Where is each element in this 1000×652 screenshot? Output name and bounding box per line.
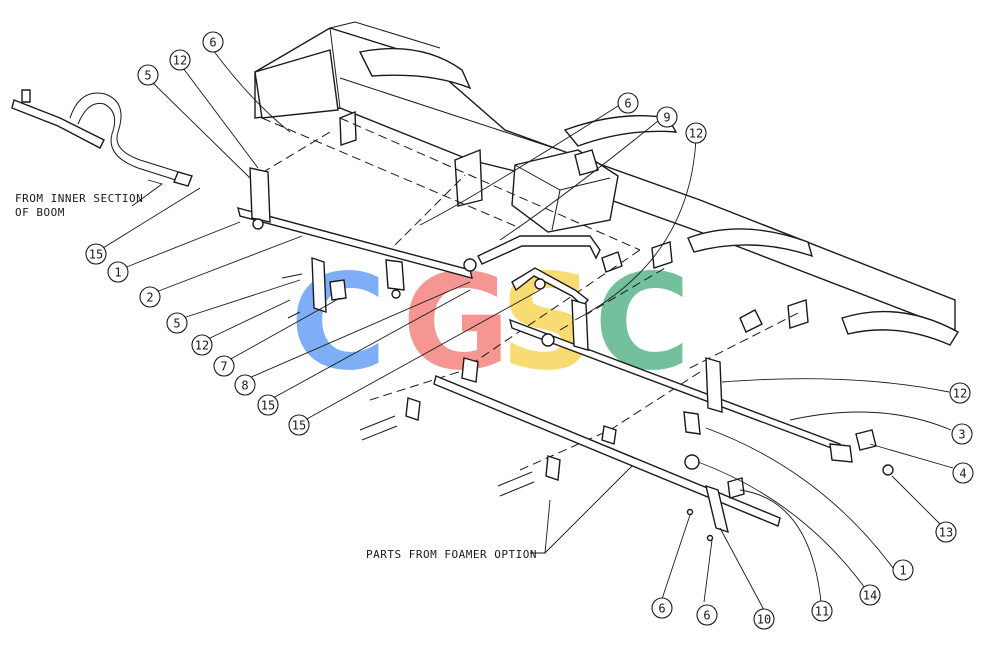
svg-text:12: 12 [195,339,209,353]
svg-text:12: 12 [953,387,967,401]
callout-4: 4 [952,462,974,484]
note-foamer-option: PARTS FROM FOAMER OPTION [366,548,537,561]
callout-12-center: 12 [685,122,707,144]
boom-frame [254,21,959,346]
callout-12-mid: 12 [191,334,213,356]
center-u-pipe [463,235,601,308]
callout-15-mid: 15 [257,394,279,416]
inner-boom-hose [11,89,193,187]
svg-text:14: 14 [863,589,877,603]
foamer-pipe [281,273,781,542]
svg-text:7: 7 [220,360,227,374]
svg-text:6: 6 [703,609,710,623]
callout-5-top: 5 [137,64,159,86]
svg-text:15: 15 [261,399,275,413]
front-spray-pipe [237,167,473,313]
svg-text:9: 9 [663,111,670,125]
svg-text:13: 13 [939,526,953,540]
note-inner-section-line1: FROM INNER SECTION [15,192,143,205]
callout-2: 2 [139,286,161,308]
svg-text:15: 15 [292,419,306,433]
callout-1-right: 1 [892,559,914,581]
callout-8: 8 [234,374,256,396]
svg-text:12: 12 [173,54,187,68]
svg-text:5: 5 [173,317,180,331]
callout-6-right: 6 [617,92,639,114]
note-inner-section-line2: OF BOOM [15,206,65,219]
callout-15-left: 15 [85,243,107,265]
callout-7: 7 [213,355,235,377]
svg-text:12: 12 [689,127,703,141]
watermark-letter-c1: C [290,246,387,400]
callout-6-bottom-left: 6 [651,597,673,619]
svg-text:6: 6 [658,602,665,616]
callout-14: 14 [859,584,881,606]
callout-15-low: 15 [288,414,310,436]
callout-11: 11 [811,600,833,622]
callout-12-top: 12 [169,49,191,71]
svg-text:6: 6 [624,97,631,111]
callout-6-top: 6 [202,31,224,53]
svg-text:15: 15 [89,248,103,262]
callout-6-bottom-right: 6 [696,604,718,626]
svg-text:11: 11 [815,605,829,619]
leader-lines [102,49,954,611]
rear-spray-pipe [508,299,894,476]
svg-text:8: 8 [241,379,248,393]
callout-13: 13 [935,521,957,543]
svg-text:3: 3 [958,428,965,442]
svg-text:1: 1 [114,266,121,280]
watermark: C G S C [290,246,691,400]
svg-text:1: 1 [899,564,906,578]
callout-3: 3 [951,423,973,445]
svg-text:6: 6 [209,36,216,50]
svg-text:4: 4 [959,467,966,481]
callout-9: 9 [656,106,678,128]
callout-10: 10 [753,608,775,630]
callout-12-right: 12 [949,382,971,404]
callout-5-mid: 5 [166,312,188,334]
svg-text:2: 2 [146,291,153,305]
callout-1-left: 1 [107,261,129,283]
svg-text:5: 5 [144,69,151,83]
svg-text:10: 10 [757,613,771,627]
